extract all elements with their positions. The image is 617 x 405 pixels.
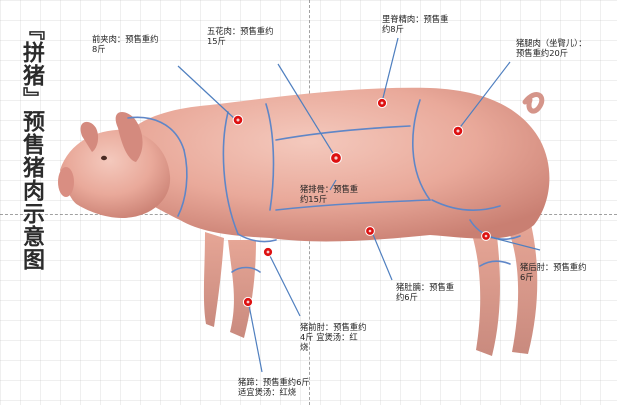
label-trotter: 猪蹄：预售重约6斤 适宜煲汤：红烧 bbox=[238, 377, 310, 397]
label-hind-leg: 猪腿肉（坐臀儿）： 预售重约20斤 bbox=[516, 38, 587, 58]
cut-marker bbox=[377, 98, 386, 107]
cut-marker bbox=[233, 115, 243, 125]
cut-marker bbox=[482, 232, 491, 241]
cut-marker bbox=[453, 126, 463, 136]
cut-marker bbox=[263, 247, 272, 256]
cut-marker bbox=[243, 297, 252, 306]
label-spare-ribs: 猪排骨：预售重 约15斤 bbox=[300, 184, 358, 204]
label-stomach: 猪肚腩：预售重 约6斤 bbox=[396, 282, 454, 302]
label-hind-hock: 猪后肘：预售重约 6斤 bbox=[520, 262, 586, 282]
cut-marker bbox=[331, 153, 342, 164]
label-pork-belly: 五花肉：预售重约 15斤 bbox=[207, 26, 273, 46]
label-front-hock: 猪前肘：预售重约 4斤 宜煲汤：红 烧 bbox=[300, 322, 366, 352]
cut-marker bbox=[366, 227, 375, 236]
label-foreleg-meat: 前夹肉：预售重约 8斤 bbox=[92, 34, 158, 54]
label-tenderloin: 里脊精肉：预售重 约8斤 bbox=[382, 14, 448, 34]
